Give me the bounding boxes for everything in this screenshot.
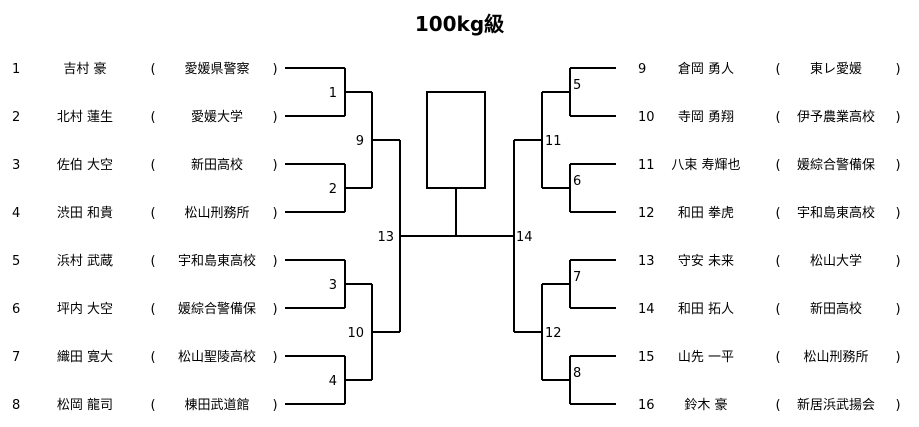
entry-seed: 15 <box>638 350 655 365</box>
entry-seed: 8 <box>12 398 20 413</box>
entry-name: 北村 蓮生 <box>57 110 113 125</box>
entry-name: 鈴木 豪 <box>684 397 727 413</box>
entry-name: 山先 一平 <box>678 350 734 365</box>
entry-seed: 9 <box>638 62 646 77</box>
entry-name: 松岡 龍司 <box>57 397 113 413</box>
paren-open: ( <box>150 398 155 413</box>
entry-seed: 3 <box>12 158 20 173</box>
paren-close: ) <box>895 350 900 365</box>
match-number: 1 <box>329 86 337 101</box>
paren-close: ) <box>272 350 277 365</box>
match-number: 12 <box>545 326 562 341</box>
paren-open: ( <box>150 110 155 125</box>
entry-affiliation: 松山刑務所 <box>803 350 868 365</box>
paren-close: ) <box>272 302 277 317</box>
match-number: 9 <box>356 134 364 149</box>
entry-name: 吉村 豪 <box>63 61 106 77</box>
paren-open: ( <box>775 110 780 125</box>
entry-seed: 14 <box>638 302 655 317</box>
entry-name: 寺岡 勇翔 <box>678 110 734 125</box>
entry-name: 坪内 大空 <box>57 301 113 317</box>
match-number: 6 <box>573 174 581 189</box>
entry-affiliation: 松山聖陵高校 <box>178 349 256 365</box>
paren-open: ( <box>150 158 155 173</box>
paren-close: ) <box>895 206 900 221</box>
entry-name: 和田 拓人 <box>678 302 734 317</box>
match-number: 7 <box>573 270 581 285</box>
entry-affiliation: 棟田武道館 <box>184 398 249 413</box>
entry-affiliation: 松山刑務所 <box>184 206 249 221</box>
paren-close: ) <box>272 110 277 125</box>
paren-open: ( <box>775 398 780 413</box>
entry-name: 守安 未来 <box>678 254 734 269</box>
bracket-labels: 1 吉村 豪 ( 愛媛県警察) 2 北村 蓮生 ( 愛媛大学) 3 佐伯 大空 ( 新田高校) 4 渋田 … <box>12 61 901 413</box>
champion-box <box>426 91 486 189</box>
match-number: 8 <box>573 366 581 381</box>
entry-name: 浜村 武蔵 <box>57 254 113 269</box>
paren-close: ) <box>272 398 277 413</box>
match-number: 2 <box>329 182 337 197</box>
entry-affiliation: 伊予農業高校 <box>797 109 875 125</box>
entry-seed: 6 <box>12 302 20 317</box>
entry-affiliation: 愛媛大学 <box>191 109 243 125</box>
match-number: 3 <box>329 278 337 293</box>
entry-seed: 4 <box>12 206 20 221</box>
entry-seed: 7 <box>12 350 20 365</box>
entry-name: 織田 寛大 <box>57 349 113 365</box>
paren-open: ( <box>775 206 780 221</box>
paren-close: ) <box>895 110 900 125</box>
bracket-title: 100kg級 <box>414 12 505 36</box>
entry-affiliation: 新居浜武揚会 <box>797 397 875 413</box>
entry-affiliation: 宇和島東高校 <box>797 205 875 221</box>
entry-seed: 10 <box>638 110 655 125</box>
entry-seed: 16 <box>638 398 655 413</box>
match-number: 4 <box>329 374 337 389</box>
paren-open: ( <box>150 302 155 317</box>
paren-open: ( <box>150 206 155 221</box>
paren-close: ) <box>272 254 277 269</box>
paren-close: ) <box>272 62 277 77</box>
entry-seed: 13 <box>638 254 655 269</box>
paren-close: ) <box>272 206 277 221</box>
entry-seed: 12 <box>638 206 655 221</box>
entry-name: 和田 拳虎 <box>678 205 734 221</box>
paren-close: ) <box>895 62 900 77</box>
match-number: 10 <box>347 326 364 341</box>
paren-open: ( <box>775 302 780 317</box>
paren-close: ) <box>895 398 900 413</box>
entry-seed: 5 <box>12 254 20 269</box>
match-number: 14 <box>516 230 533 245</box>
paren-close: ) <box>272 158 277 173</box>
match-number: 5 <box>573 78 581 93</box>
paren-open: ( <box>775 254 780 269</box>
paren-open: ( <box>775 62 780 77</box>
paren-close: ) <box>895 158 900 173</box>
match-number: 11 <box>545 134 562 149</box>
match-number: 13 <box>377 230 394 245</box>
entry-name: 倉岡 勇人 <box>678 62 734 77</box>
entry-seed: 1 <box>12 62 20 77</box>
paren-open: ( <box>150 350 155 365</box>
paren-close: ) <box>895 254 900 269</box>
entry-affiliation: 松山大学 <box>810 253 862 269</box>
entry-affiliation: 新田高校 <box>810 301 862 317</box>
entry-affiliation: 愛媛県警察 <box>184 61 249 77</box>
bracket-lines <box>285 67 616 405</box>
entry-seed: 11 <box>638 158 655 173</box>
entry-seed: 2 <box>12 110 20 125</box>
entry-name: 佐伯 大空 <box>57 158 113 173</box>
entry-affiliation: 媛綜合警備保 <box>797 157 875 173</box>
paren-open: ( <box>150 254 155 269</box>
entry-name: 渋田 和貴 <box>57 206 113 221</box>
entry-affiliation: 東レ愛媛 <box>810 61 862 77</box>
paren-open: ( <box>775 350 780 365</box>
entry-affiliation: 媛綜合警備保 <box>178 301 256 317</box>
paren-close: ) <box>895 302 900 317</box>
entry-affiliation: 新田高校 <box>191 157 243 173</box>
entry-name: 八束 寿輝也 <box>671 158 740 173</box>
paren-open: ( <box>775 158 780 173</box>
entry-affiliation: 宇和島東高校 <box>178 253 256 269</box>
paren-open: ( <box>150 62 155 77</box>
